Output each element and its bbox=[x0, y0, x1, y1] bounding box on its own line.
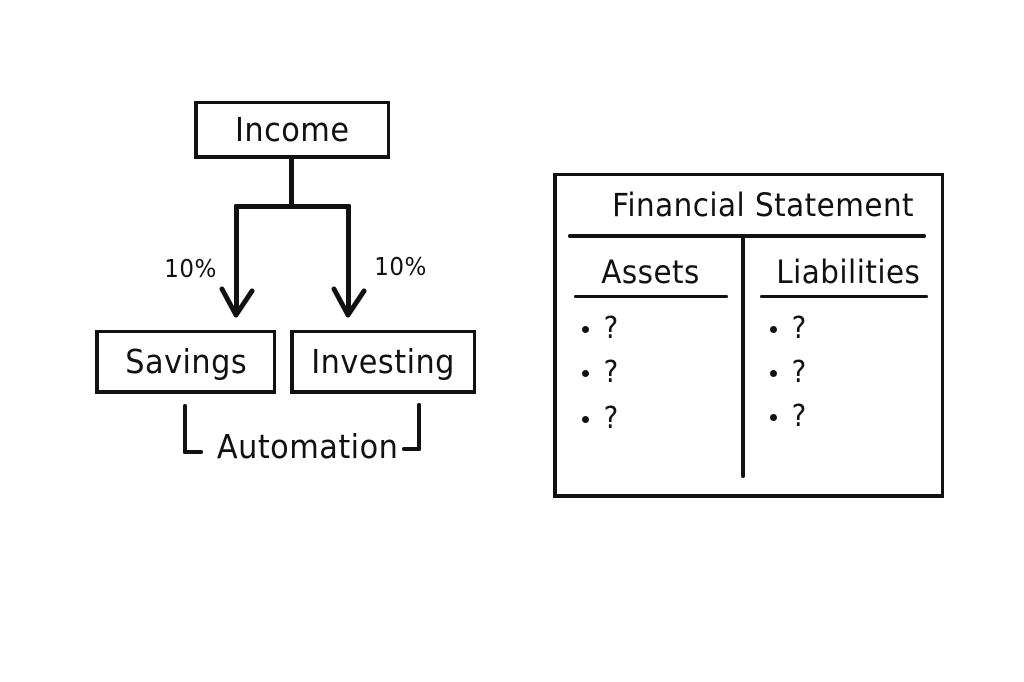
asset-item: ? bbox=[603, 355, 619, 390]
bracket-right-foot bbox=[402, 447, 421, 451]
title-underline bbox=[568, 234, 926, 238]
automation-label: Automation bbox=[216, 427, 399, 466]
bullet-icon bbox=[770, 369, 777, 377]
bullet-icon bbox=[582, 369, 589, 377]
bullet-icon bbox=[770, 413, 777, 421]
asset-item: ? bbox=[603, 401, 619, 436]
branch-bar bbox=[234, 204, 351, 209]
liability-item: ? bbox=[791, 399, 807, 434]
savings-label: Savings bbox=[125, 342, 247, 381]
bracket-right-vertical bbox=[417, 403, 421, 451]
liability-item: ? bbox=[791, 355, 807, 390]
investing-percent-label: 10% bbox=[374, 252, 427, 281]
liabilities-header: Liabilities bbox=[776, 253, 921, 291]
income-stem bbox=[289, 158, 294, 208]
bracket-left-foot bbox=[183, 450, 203, 454]
list-item: ? bbox=[770, 358, 807, 388]
assets-header: Assets bbox=[601, 253, 700, 291]
arrow-down-icon bbox=[219, 286, 255, 318]
right-branch-line bbox=[346, 204, 351, 314]
list-item: ? bbox=[770, 314, 807, 344]
list-item: ? bbox=[582, 404, 619, 434]
list-item: ? bbox=[770, 402, 807, 432]
left-branch-line bbox=[234, 204, 239, 314]
bullet-icon bbox=[582, 415, 589, 423]
bracket-left-vertical bbox=[183, 404, 187, 454]
liability-item: ? bbox=[791, 311, 807, 346]
arrow-down-icon bbox=[331, 286, 367, 318]
income-box: Income bbox=[194, 101, 390, 159]
savings-box: Savings bbox=[95, 330, 276, 394]
investing-label: Investing bbox=[311, 342, 456, 381]
list-item: ? bbox=[582, 314, 619, 344]
savings-percent-label: 10% bbox=[164, 254, 217, 283]
asset-item: ? bbox=[603, 311, 619, 346]
income-label: Income bbox=[235, 110, 350, 149]
bullet-icon bbox=[582, 325, 589, 333]
financial-statement-title: Financial Statement bbox=[612, 186, 915, 224]
list-item: ? bbox=[582, 358, 619, 388]
assets-underline bbox=[574, 295, 728, 298]
liabilities-underline bbox=[760, 295, 928, 298]
column-divider bbox=[741, 236, 745, 478]
bullet-icon bbox=[770, 325, 777, 333]
financial-statement-box bbox=[553, 173, 944, 498]
investing-box: Investing bbox=[290, 330, 476, 394]
